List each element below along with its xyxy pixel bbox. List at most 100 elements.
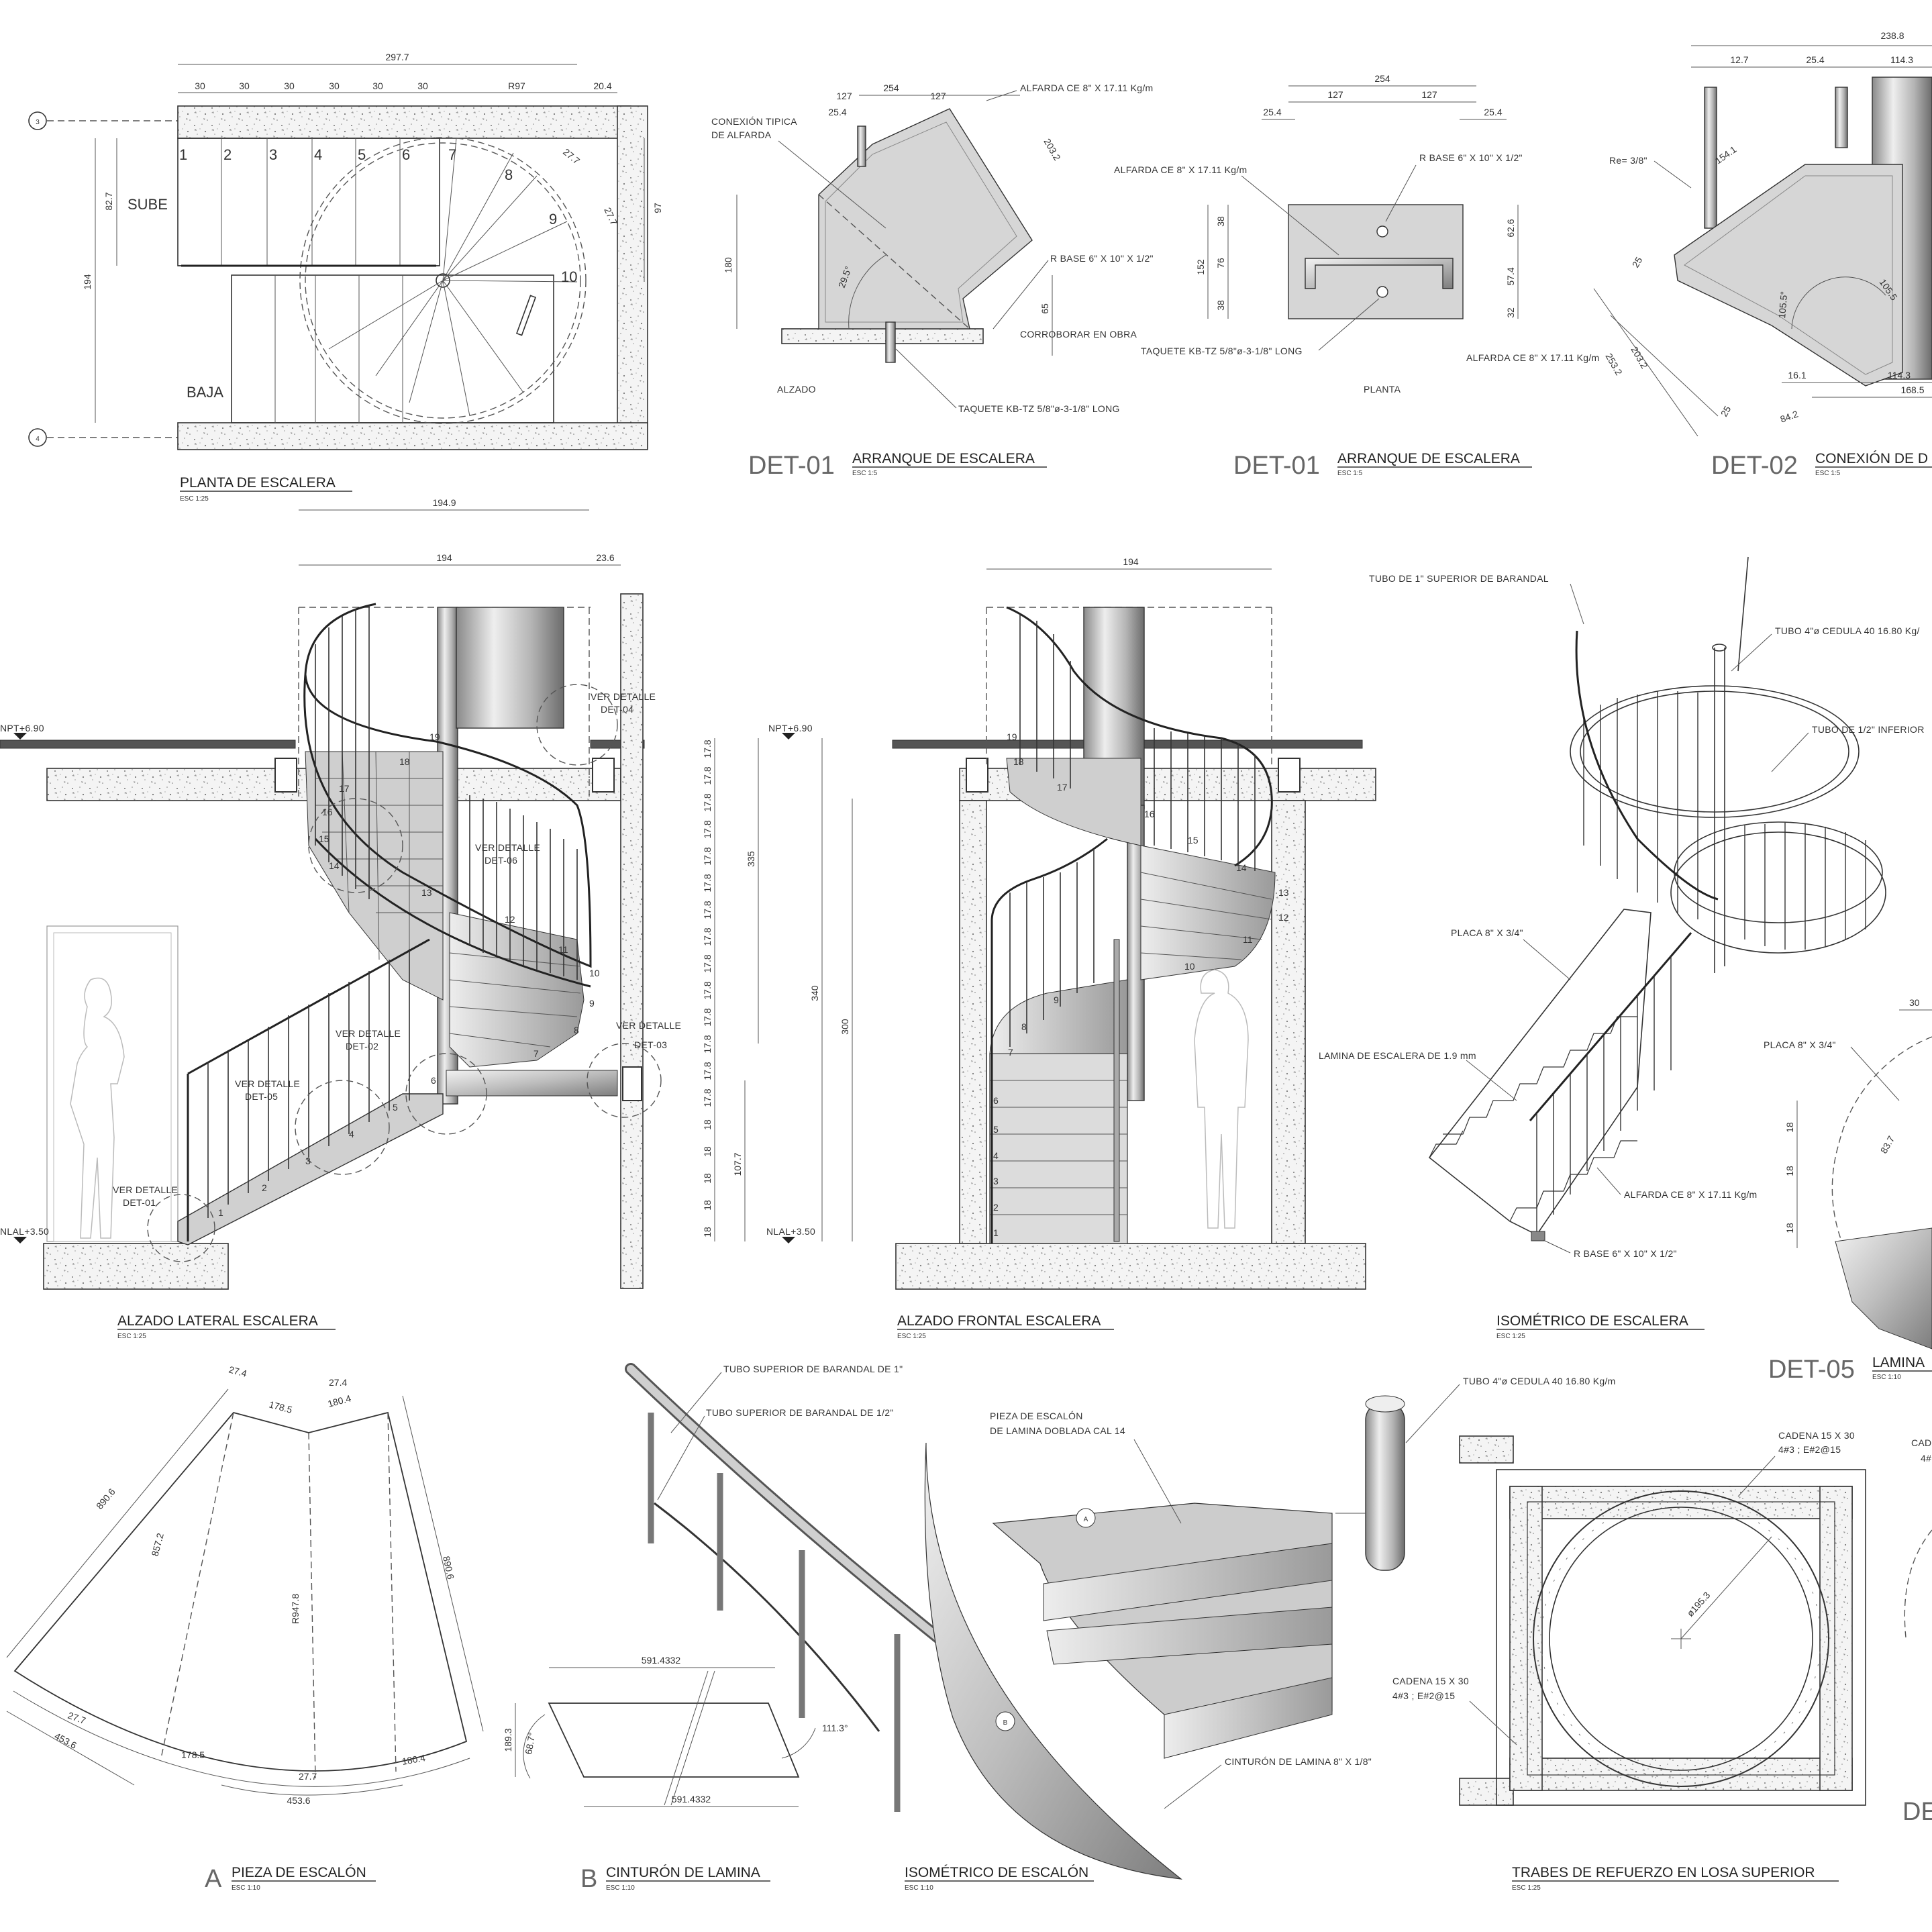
axis-bubble [28,428,47,447]
step-number: 13 [1278,887,1289,898]
dim: 84.2 [1779,408,1800,424]
step-number: 4 [993,1150,999,1161]
dim: 16.1 [1788,370,1806,380]
callout: CADENA 15 X 30 [1778,1430,1855,1441]
callout: R BASE 6" X 10" X 1/2" [1574,1248,1677,1259]
step-number: 8 [505,166,513,183]
dim: ø195.3 [1684,1590,1712,1619]
callout: 4#3 ; E#2@15 [1392,1690,1455,1701]
detail-ref: DET-05 [245,1091,278,1102]
step-number: 9 [1054,995,1059,1005]
callout: 4#3 ; E#2@15 [1778,1444,1841,1455]
riser-dim: 18 [702,1173,713,1184]
detail-ref: VER DETALLE [336,1028,401,1039]
isometrico-escalera: TUBO DE 1" SUPERIOR DE BARANDAL TUBO 4"ø… [1319,556,1925,1340]
view-scale: ESC 1:5 [1337,470,1363,477]
dim: 105.5° [1776,291,1789,319]
riser-dim: 17.8 [702,927,713,946]
detail-ref: DET-06 [485,855,517,866]
step-number: 7 [448,146,456,163]
step-number: 6 [402,146,410,163]
detail-ref: DET-03 [634,1039,667,1050]
step-number: 6 [431,1075,436,1086]
view-label: PLANTA [1364,384,1401,395]
step-number: 7 [1008,1047,1013,1058]
dim: 168.5 [1900,385,1924,395]
dim: 297.7 [385,52,409,62]
dim: 238.8 [1880,30,1904,41]
step-number: 1 [993,1227,999,1238]
dim: 30 [239,81,250,91]
riser-dim: 17.8 [702,954,713,972]
dim: 25 [1719,404,1733,419]
dim: 68.7° [523,1731,537,1755]
dim: 180.4 [401,1752,426,1767]
dim: 18 [1784,1223,1795,1233]
detail-code: DET-01 [1233,452,1320,480]
dim: 178.5 [268,1399,293,1415]
callout: TAQUETE KB-TZ 5/8"ø-3-1/8" LONG [958,403,1120,414]
dim: 25.4 [828,107,846,117]
riser-dim: 17.8 [702,847,713,865]
dim: 127 [930,91,946,101]
top-wall [177,105,631,139]
cinturon-de-lamina: 591.4332 189.3 68.7° 111.3° 591.4332 B C… [503,1655,848,1893]
dim: 178.5 [181,1749,205,1760]
level-label: NLAL+3.50 [0,1226,49,1237]
dim: 114.3 [1888,370,1911,380]
level-label: NPT+6.90 [768,723,813,733]
view-scale: ESC 1:25 [117,1333,146,1340]
elevation-dims: 18 18 18 18 18 17.8 17.8 17.8 17.8 17.8 … [702,738,853,1241]
axis-label: 3 [36,119,40,126]
riser-dim: 18 [702,1119,713,1130]
dim: 30 [417,81,428,91]
detail-code: DET-01 [748,452,835,480]
view-title: PIEZA DE ESCALÓN [232,1865,366,1880]
step-number: 13 [421,887,432,898]
dim: 857.2 [149,1532,166,1558]
dim: 194 [436,552,452,563]
callout: TUBO DE 1/2" INFERIOR [1812,724,1925,735]
callout: CADE [1911,1437,1932,1448]
baja-label: BAJA [187,384,223,401]
callout: Re= 3/8" [1609,155,1647,166]
callout: TUBO 4"ø CEDULA 40 16.80 Kg/ [1775,625,1920,636]
callout: 4# [1921,1453,1931,1464]
dim: 83.7 [1878,1134,1897,1156]
callout: TAQUETE KB-TZ 5/8"ø-3-1/8" LONG [1141,346,1303,356]
view-scale: ESC 1:25 [1496,1333,1525,1340]
dim: 180.4 [327,1392,352,1409]
planta-de-escalera: 3 4 1 2 3 4 5 6 7 [28,52,663,503]
step-number: 14 [1236,862,1247,873]
det01-alzado: 127 254 127 25.4 203.2 180 29.5° 65 ALFA… [711,83,1154,480]
view-title: TRABES DE REFUERZO EN LOSA SUPERIOR [1512,1865,1815,1880]
riser-dim: 17.8 [702,1035,713,1053]
dim: 25.4 [1263,107,1281,117]
dim: 30 [372,81,383,91]
step-number: 11 [1243,934,1253,945]
dim: 340 [809,985,820,1001]
step-number: 12 [1278,912,1289,923]
dim: 180 [723,257,733,273]
bottom-slab [177,422,648,450]
step-number: 1 [218,1207,223,1218]
callout: ALFARDA CE 8" X 17.11 Kg/m [1020,83,1154,93]
alzado-lateral: 1 2 3 4 5 6 7 8 9 10 11 12 13 14 15 16 1… [0,497,681,1340]
dim: 23.6 [596,552,614,563]
dim: 890.6 [441,1555,456,1580]
step-number: 16 [322,807,333,817]
dim: 203.2 [1629,345,1649,371]
riser-dim: 17.8 [702,1062,713,1080]
step-number: 3 [269,146,277,163]
view-scale: ESC 1:5 [852,470,878,477]
step-number: 8 [574,1025,579,1035]
step-number: 3 [993,1176,999,1186]
dim: 127 [836,91,852,101]
riser-dim: 17.8 [702,820,713,838]
dim: 12.7 [1730,54,1748,65]
view-title: CONEXIÓN DE D [1815,451,1928,466]
dim: 25.4 [1806,54,1824,65]
view-scale: ESC 1:25 [897,1333,926,1340]
view-title: ISOMÉTRICO DE ESCALERA [1496,1313,1688,1329]
level-label: NLAL+3.50 [766,1226,815,1237]
